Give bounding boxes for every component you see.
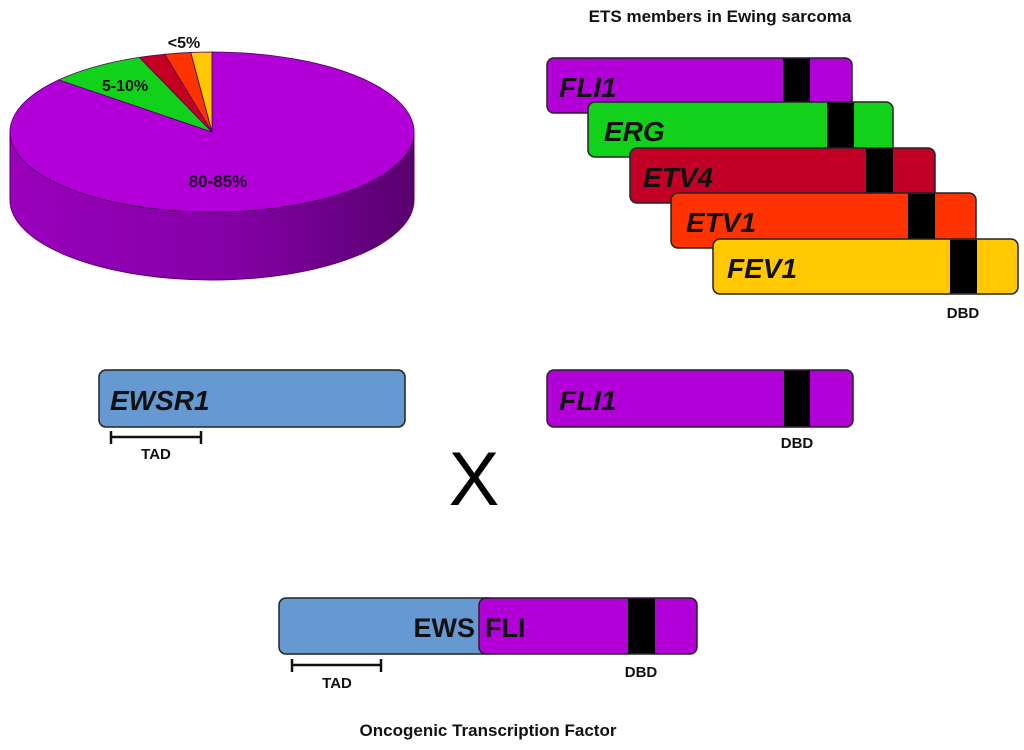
ets-bar-etv4-label: ETV4 <box>643 162 713 193</box>
fli1-gene: FLI1 DBD <box>546 369 854 452</box>
pie-slices <box>9 51 415 213</box>
ets-dbd-label: DBD <box>947 305 980 322</box>
fli1-dbd <box>784 370 810 427</box>
pie-label-under-5: <5% <box>168 35 200 52</box>
fusion-dbd-label: DBD <box>625 664 658 681</box>
ets-bar-etv1-label: ETV1 <box>686 207 756 238</box>
ets-panel-title: ETS members in Ewing sarcoma <box>589 7 852 26</box>
ets-bar-fev1-label: FEV1 <box>727 253 797 284</box>
ews-fli-fusion-product: EWS FLI TAD DBD Oncogenic Transcription … <box>278 597 698 740</box>
ewsr1-label: EWSR1 <box>110 385 210 416</box>
fusion-ews-label: EWS <box>413 613 475 643</box>
fusion-dbd <box>628 598 655 654</box>
translocation-cross: X <box>449 437 500 522</box>
fusion-fli-label: FLI <box>485 613 526 643</box>
ets-bar-etv1: ETV1 <box>670 192 977 249</box>
fli1-dbd-label: DBD <box>781 435 814 452</box>
ets-frequency-pie-chart: 80-85% 5-10% <5% <box>9 35 415 281</box>
ets-bar-etv4: ETV4 <box>629 147 936 204</box>
ets-members-panel: ETS members in Ewing sarcoma FLI1 ERG ET… <box>546 7 1019 322</box>
ewsr1-gene: EWSR1 TAD <box>98 369 406 463</box>
ets-bar-fli1-label: FLI1 <box>559 72 617 103</box>
fusion-tad-label: TAD <box>322 675 352 692</box>
ewsr1-tad-bracket <box>109 431 203 444</box>
fli1-label: FLI1 <box>559 385 617 416</box>
pie-slice-erg <box>57 56 213 133</box>
pie-slice-fev1 <box>190 51 213 133</box>
ets-bar-fev1-dbd <box>950 239 977 294</box>
ewsr1-bar <box>98 369 406 428</box>
fli1-bar <box>546 369 854 428</box>
ets-bar-erg-label: ERG <box>604 116 665 147</box>
ets-bar-fev1-body <box>712 238 1019 295</box>
fusion-caption: Oncogenic Transcription Factor <box>360 721 617 740</box>
fusion-tad-bracket <box>290 659 383 672</box>
ets-bar-fev1: FEV1 <box>712 238 1019 295</box>
pie-label-5-10: 5-10% <box>102 78 148 95</box>
ewsr1-tad-label: TAD <box>141 446 171 463</box>
pie-label-80-85: 80-85% <box>189 172 248 191</box>
